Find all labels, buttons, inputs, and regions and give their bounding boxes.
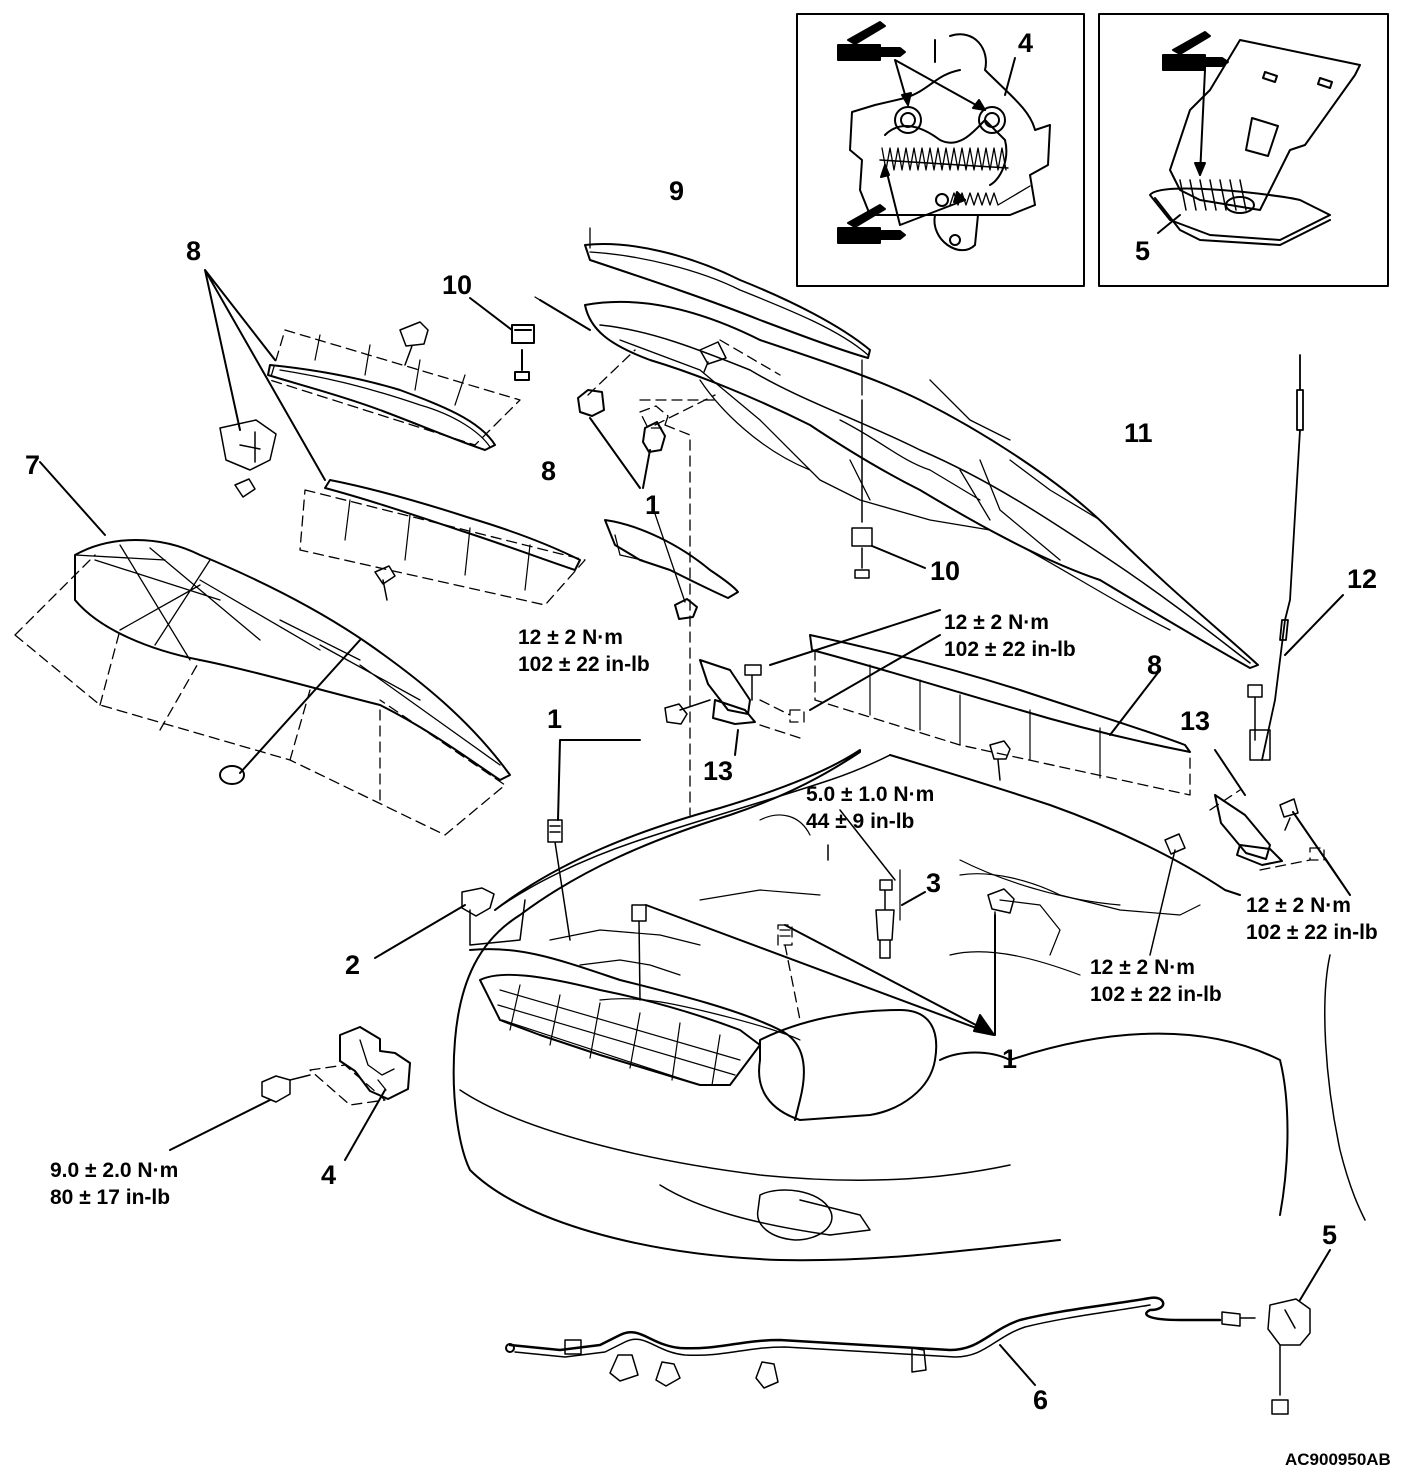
torque-inlb: 102 ± 22 in-lb — [518, 652, 650, 676]
hood-stay-clips — [469, 296, 926, 579]
hood-hinge-left — [664, 609, 941, 756]
callout-8-right: 8 — [1147, 650, 1163, 680]
torque-spec-latch: 9.0 ± 2.0 N·m 80 ± 17 in-lb — [50, 1158, 178, 1212]
torque-nm: 5.0 ± 1.0 N·m — [806, 783, 935, 806]
callout-1-middle: 1 — [645, 490, 661, 520]
callout-6: 6 — [1033, 1385, 1049, 1415]
callout-3: 3 — [926, 868, 942, 898]
torque-spec-hinge-right-lower: 12 ± 2 N·m 102 ± 22 in-lb — [1090, 955, 1222, 1009]
torque-spec-hinge-right: 12 ± 2 N·m 102 ± 22 in-lb — [1246, 893, 1378, 947]
body-fasteners — [374, 405, 1015, 1036]
callout-9: 9 — [669, 176, 685, 206]
torque-spec-striker: 5.0 ± 1.0 N·m 44 ± 9 in-lb — [806, 782, 934, 836]
hood-seal-side-left — [604, 504, 739, 620]
torque-nm: 12 ± 2 N·m — [944, 611, 1049, 634]
figure-code: AC900950AB — [1285, 1450, 1391, 1469]
callout-2: 2 — [345, 950, 361, 980]
hood-insulator — [14, 461, 511, 836]
hood-weatherstrip-front — [584, 227, 871, 396]
torque-inlb: 102 ± 22 in-lb — [944, 637, 1076, 661]
hood-hinge-right — [1149, 749, 1351, 956]
callout-5-inset: 5 — [1135, 236, 1151, 266]
callout-13-right: 13 — [1180, 706, 1211, 736]
hood-seal-upper-left — [204, 269, 521, 498]
callout-10-top: 10 — [442, 270, 473, 300]
hood-bumper-parts — [577, 349, 716, 489]
callout-11: 11 — [1124, 418, 1153, 448]
callout-4-inset: 4 — [1018, 28, 1034, 58]
torque-spec-hinge-left-upper: 12 ± 2 N·m 102 ± 22 in-lb — [944, 610, 1076, 664]
cowl-top-seal — [809, 634, 1191, 796]
hood-seal-middle — [299, 479, 586, 606]
torque-inlb: 44 ± 9 in-lb — [806, 809, 915, 833]
torque-spec-hinge-left: 12 ± 2 N·m 102 ± 22 in-lb — [518, 625, 650, 679]
callout-8-middle: 8 — [541, 456, 557, 486]
callout-5-bottom: 5 — [1322, 1220, 1338, 1250]
torque-inlb: 80 ± 17 in-lb — [50, 1185, 171, 1209]
callout-12: 12 — [1347, 564, 1378, 594]
callout-13-left: 13 — [703, 756, 734, 786]
hood-panel — [584, 300, 1259, 669]
torque-nm: 12 ± 2 N·m — [1246, 894, 1351, 917]
torque-nm: 9.0 ± 2.0 N·m — [50, 1159, 179, 1182]
callout-7: 7 — [25, 450, 41, 480]
callout-4-bottom: 4 — [321, 1160, 337, 1190]
latch-lubrication-inset — [796, 13, 1085, 287]
torque-inlb: 102 ± 22 in-lb — [1090, 982, 1222, 1006]
vehicle-front-body — [452, 749, 1366, 1262]
hood-support-rod — [1247, 354, 1344, 761]
hood-latch — [169, 1026, 411, 1161]
callout-1-right: 1 — [1002, 1044, 1018, 1074]
hood-release-cable — [505, 1249, 1331, 1415]
callout-10-middle: 10 — [930, 556, 961, 586]
torque-nm: 12 ± 2 N·m — [1090, 956, 1195, 979]
torque-inlb: 102 ± 22 in-lb — [1246, 920, 1378, 944]
hood-lock-release-inset — [1098, 13, 1389, 287]
torque-nm: 12 ± 2 N·m — [518, 626, 623, 649]
callout-1-left: 1 — [547, 704, 563, 734]
callout-8-top-left: 8 — [186, 236, 202, 266]
